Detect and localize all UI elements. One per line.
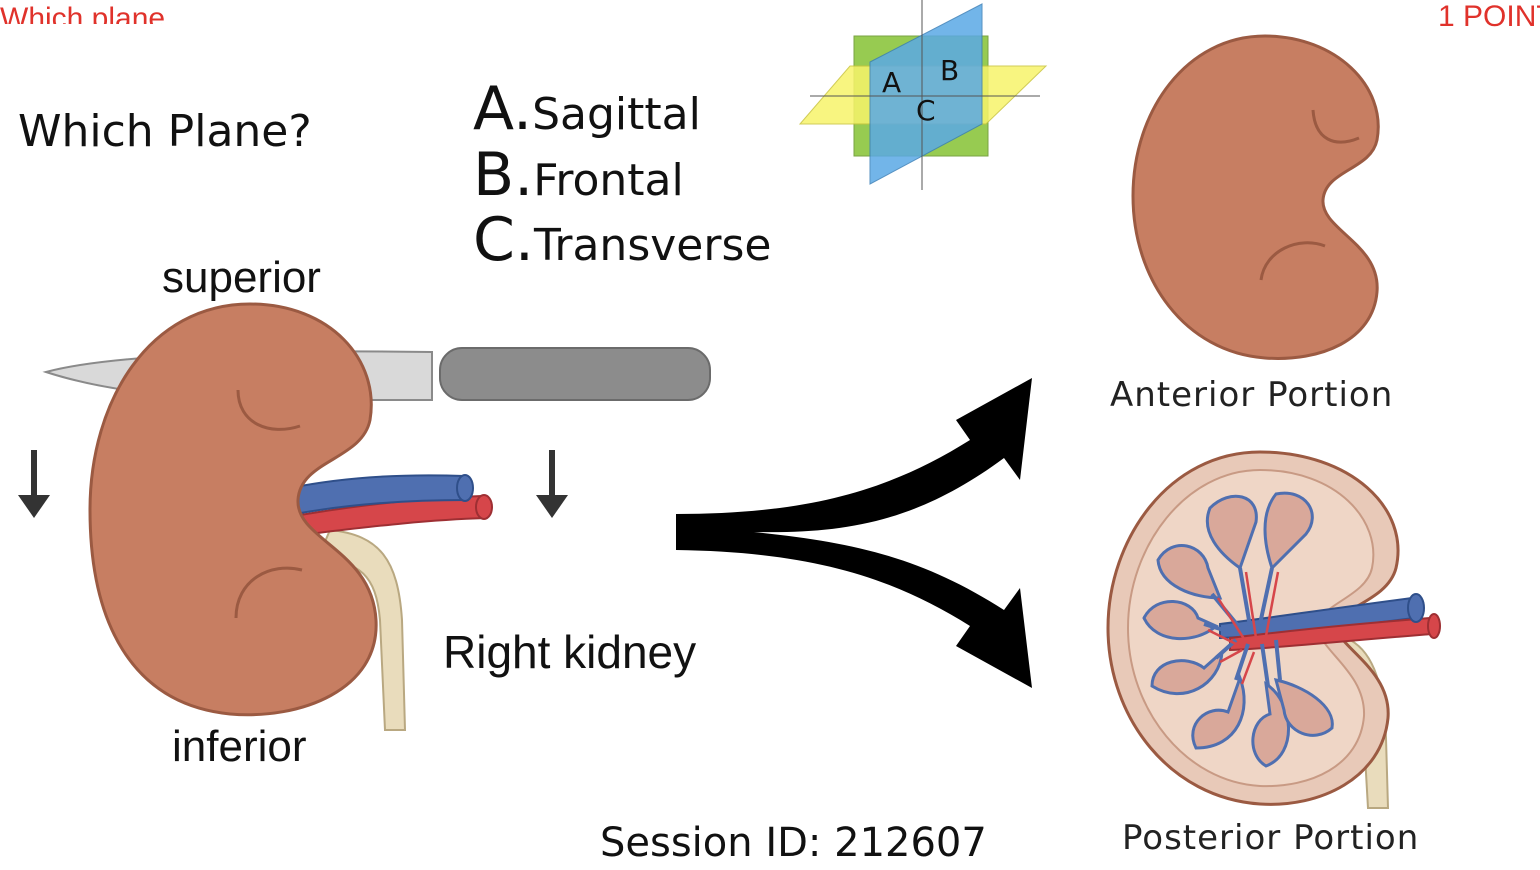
session-id: Session ID: 212607 — [600, 820, 987, 866]
kidney-with-scalpel-illustration — [18, 302, 711, 731]
scalpel-handle — [439, 347, 711, 401]
option-c[interactable]: C.Transverse — [473, 205, 771, 275]
anterior-portion-label: Anterior Portion — [1110, 375, 1394, 415]
points-badge: 1 POINT — [1438, 2, 1540, 32]
superior-label: superior — [162, 253, 321, 302]
plane-label-a: A — [882, 66, 901, 99]
posterior-portion-label: Posterior Portion — [1122, 818, 1420, 858]
plane-label-b: B — [940, 54, 959, 87]
inferior-label: inferior — [172, 722, 307, 771]
kidney — [88, 302, 378, 717]
body-planes-diagram: A B C — [798, 0, 1048, 190]
right-kidney-label: Right kidney — [443, 626, 697, 678]
option-c-label: Transverse — [533, 220, 772, 271]
down-arrow-right-icon — [536, 450, 568, 518]
option-c-letter: C. — [473, 205, 534, 275]
option-b[interactable]: B.Frontal — [473, 140, 684, 210]
plane-label-c: C — [916, 94, 936, 127]
option-a-letter: A. — [473, 74, 533, 144]
option-a-label: Sagittal — [532, 89, 701, 140]
slide-title-truncated: Which plane... — [0, 4, 191, 35]
option-b-letter: B. — [473, 140, 534, 210]
option-a[interactable]: A.Sagittal — [473, 74, 701, 144]
split-arrow-icon — [676, 378, 1032, 688]
question-text: Which Plane? — [18, 106, 312, 157]
posterior-kidney-cross-section — [1106, 450, 1441, 809]
anterior-kidney-illustration — [1131, 34, 1380, 360]
down-arrow-left-icon — [18, 450, 50, 518]
option-b-label: Frontal — [533, 155, 684, 206]
